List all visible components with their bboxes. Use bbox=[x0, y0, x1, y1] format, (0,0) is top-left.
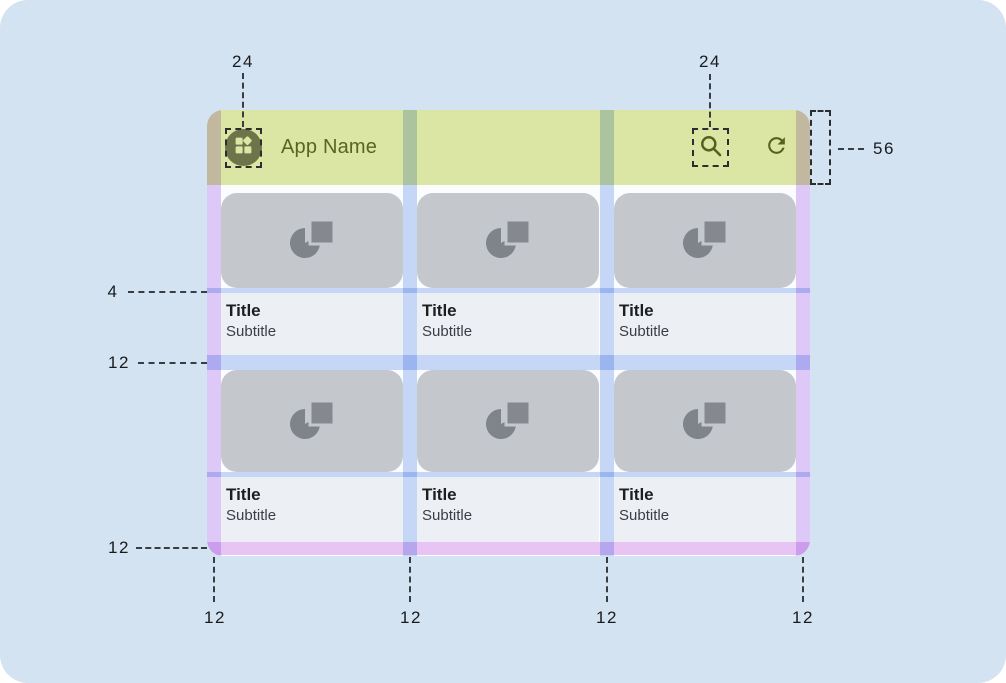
measure-label-keyline-3: 12 bbox=[596, 608, 618, 627]
card-text[interactable]: Title Subtitle bbox=[221, 477, 403, 542]
leader-line bbox=[213, 557, 215, 602]
card-image[interactable] bbox=[417, 370, 599, 472]
card-image[interactable] bbox=[614, 370, 796, 472]
measure-label-icon-left: 24 bbox=[232, 52, 254, 71]
card-title: Title bbox=[226, 485, 261, 504]
image-placeholder-icon bbox=[284, 395, 340, 448]
card-title: Title bbox=[619, 485, 654, 504]
image-placeholder-icon bbox=[284, 214, 340, 267]
leader-line bbox=[802, 557, 804, 602]
leader-line bbox=[242, 73, 244, 127]
measure-label-row-gap: 12 bbox=[108, 353, 130, 372]
image-placeholder-icon bbox=[480, 395, 536, 448]
app-title: App Name bbox=[281, 136, 378, 158]
leader-line bbox=[606, 557, 608, 602]
card-title: Title bbox=[422, 485, 457, 504]
card-subtitle: Subtitle bbox=[422, 507, 473, 525]
card-subtitle: Subtitle bbox=[619, 323, 670, 341]
measure-box-app-icon bbox=[225, 128, 262, 168]
card-image[interactable] bbox=[614, 193, 796, 288]
image-placeholder-icon bbox=[480, 214, 536, 267]
leader-line bbox=[838, 148, 864, 150]
card-subtitle: Subtitle bbox=[619, 507, 670, 525]
search-icon bbox=[697, 132, 724, 164]
keyline-row-gap bbox=[207, 355, 810, 370]
leader-line bbox=[128, 291, 207, 293]
card-text[interactable]: Title Subtitle bbox=[614, 293, 796, 355]
app-menu-button[interactable] bbox=[225, 129, 262, 166]
apps-grid-icon bbox=[233, 135, 254, 161]
leader-line bbox=[136, 547, 207, 549]
image-placeholder-icon bbox=[677, 395, 733, 448]
card-subtitle: Subtitle bbox=[226, 507, 277, 525]
card-image[interactable] bbox=[221, 370, 403, 472]
refresh-button[interactable] bbox=[764, 133, 789, 163]
measure-bracket-appbar-height bbox=[810, 110, 831, 185]
measure-label-keyline-2: 12 bbox=[400, 608, 422, 627]
card-subtitle: Subtitle bbox=[422, 323, 473, 341]
card-title: Title bbox=[619, 301, 654, 320]
measure-box-search-icon bbox=[692, 128, 729, 167]
image-placeholder-icon bbox=[677, 214, 733, 267]
measure-label-appbar-height: 56 bbox=[873, 139, 895, 158]
card-title: Title bbox=[226, 301, 261, 320]
leader-line bbox=[709, 74, 711, 127]
measure-label-image-text-gap: 4 bbox=[107, 282, 119, 301]
card-text[interactable]: Title Subtitle bbox=[417, 477, 599, 542]
card-title: Title bbox=[422, 301, 457, 320]
leader-line bbox=[409, 557, 411, 602]
card-image[interactable] bbox=[417, 193, 599, 288]
measure-label-keyline-4: 12 bbox=[792, 608, 814, 627]
measure-label-bottom-margin: 12 bbox=[108, 538, 130, 557]
app-window: App Name bbox=[207, 110, 810, 556]
measure-label-keyline-1: 12 bbox=[204, 608, 226, 627]
card-image[interactable] bbox=[221, 193, 403, 288]
card-text[interactable]: Title Subtitle bbox=[417, 293, 599, 355]
search-button[interactable] bbox=[697, 132, 724, 164]
card-subtitle: Subtitle bbox=[226, 323, 277, 341]
measure-label-icon-right: 24 bbox=[699, 52, 721, 71]
keyline-bottom-margin bbox=[207, 542, 810, 555]
card-text[interactable]: Title Subtitle bbox=[221, 293, 403, 355]
refresh-icon bbox=[764, 133, 789, 163]
card-text[interactable]: Title Subtitle bbox=[614, 477, 796, 542]
leader-line bbox=[138, 362, 207, 364]
